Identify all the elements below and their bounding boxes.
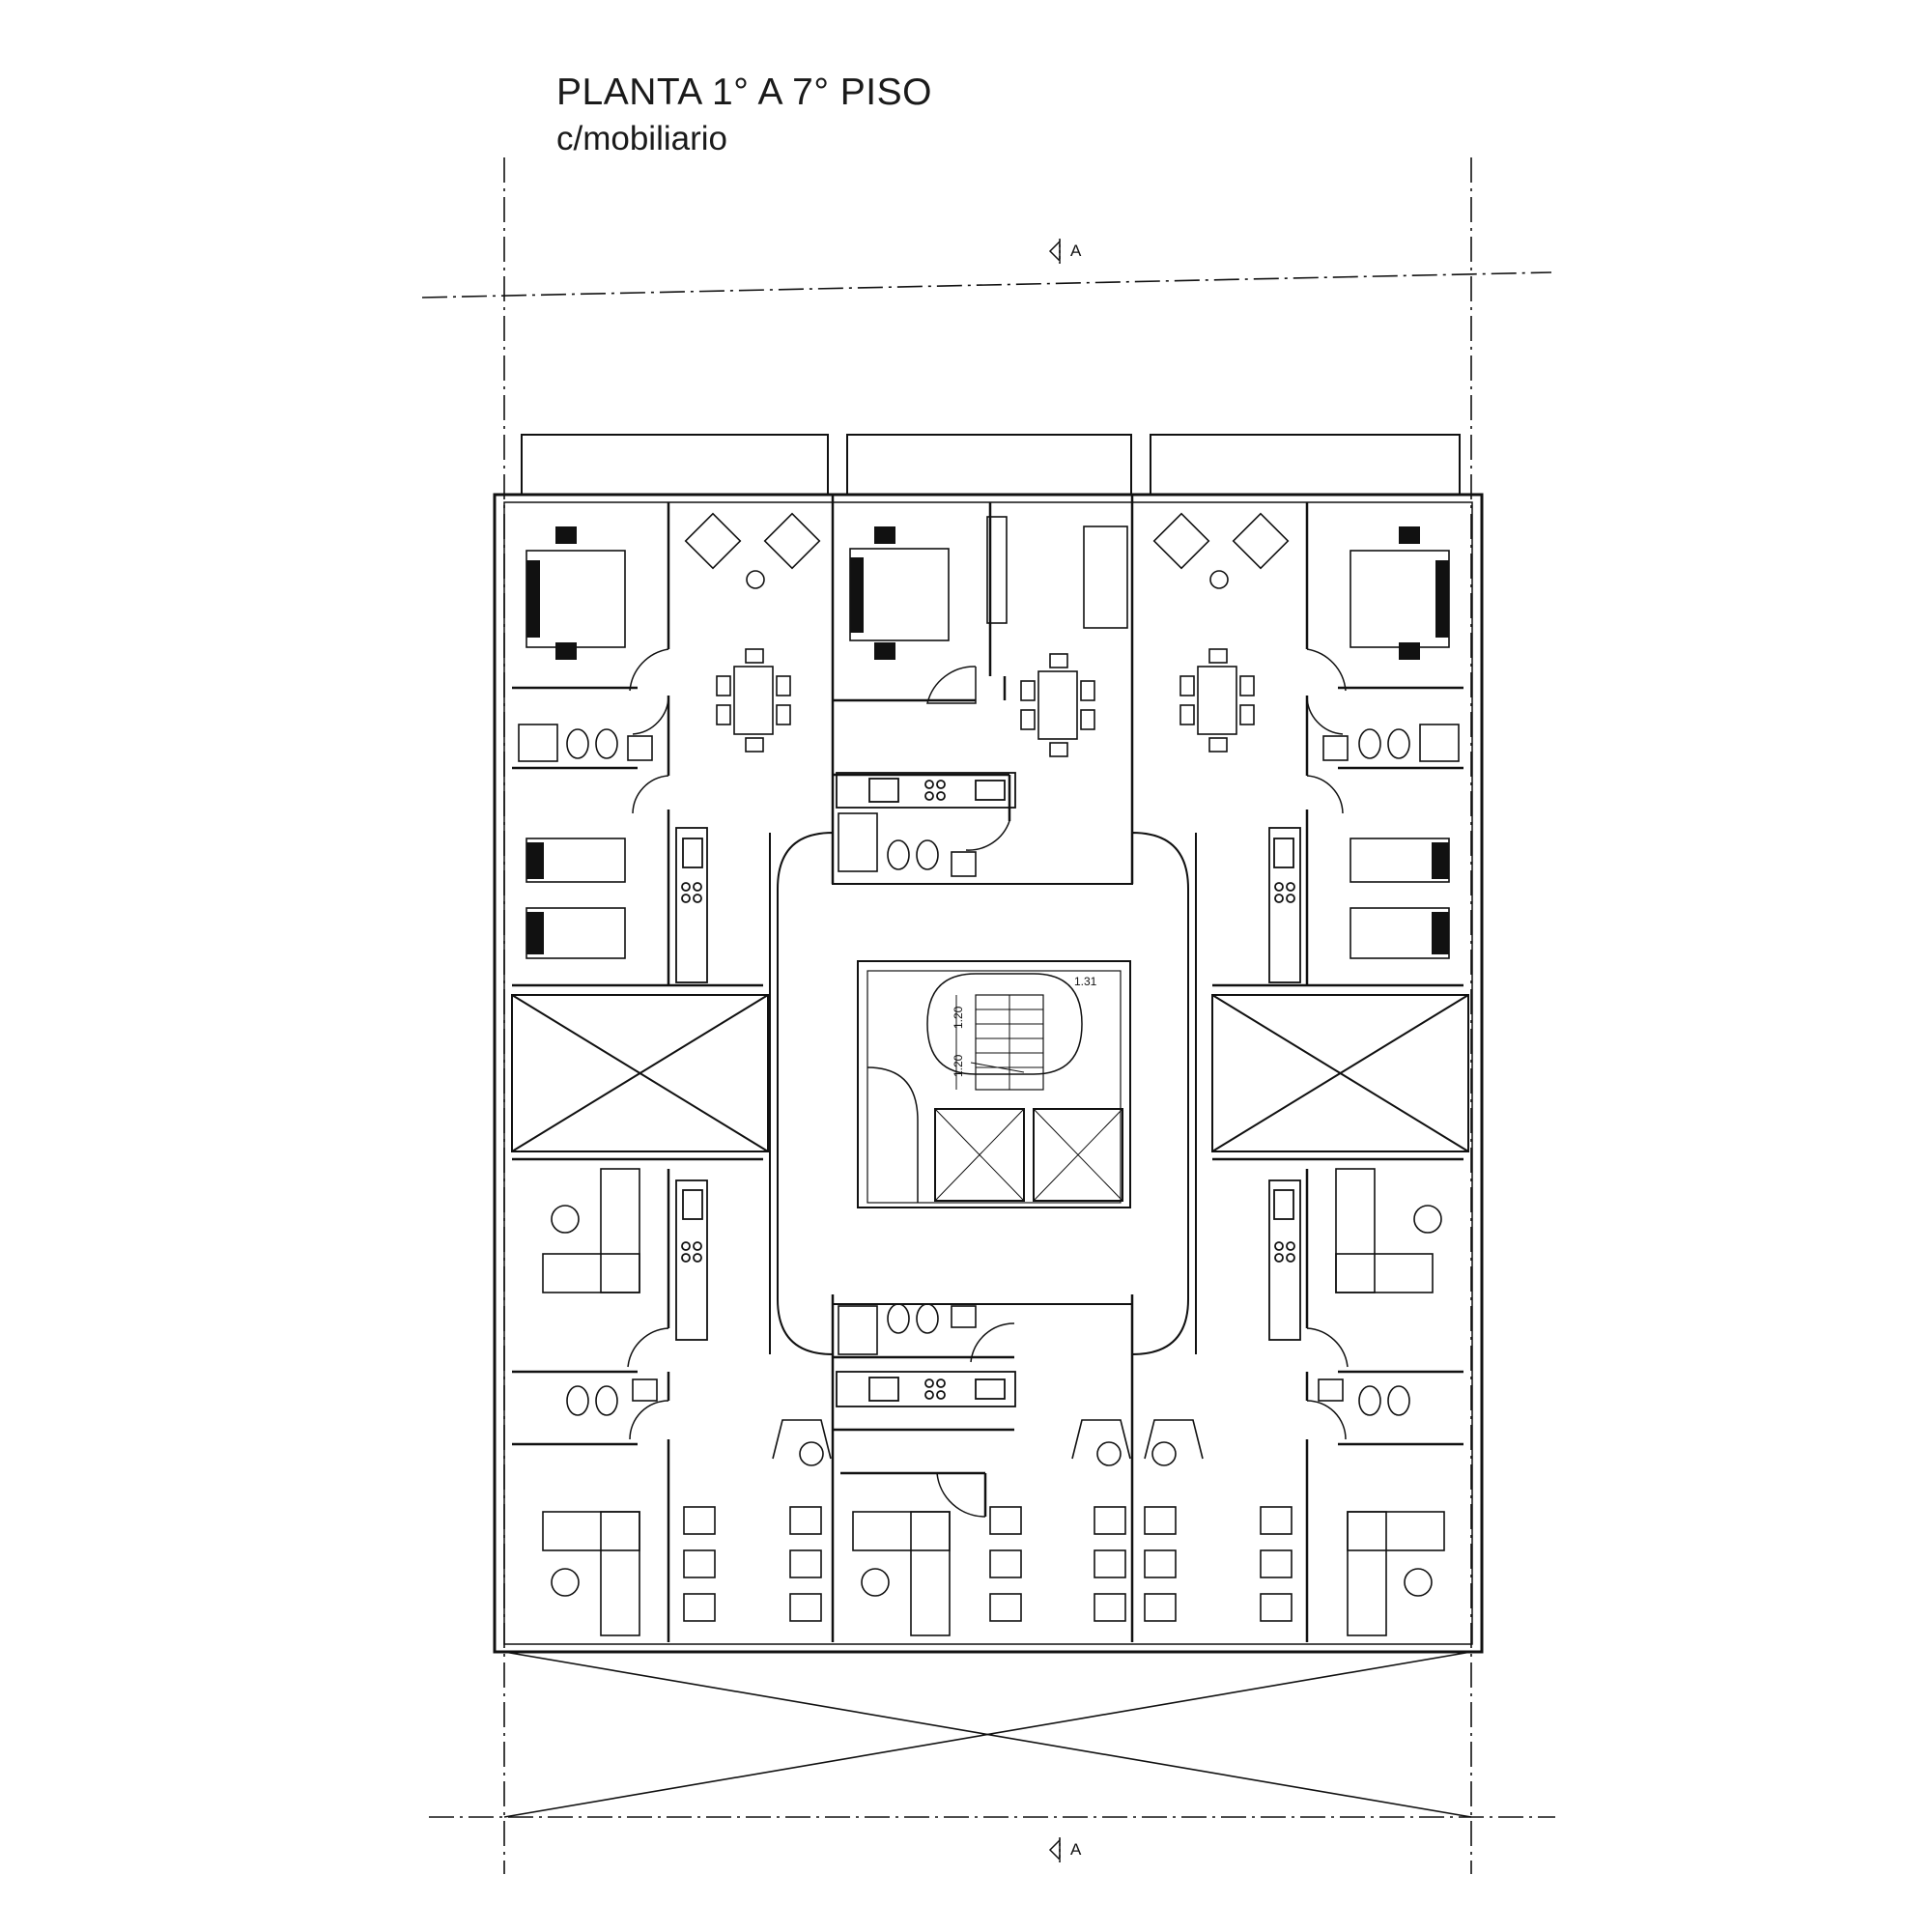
stair-dimension-upper: 1.20	[952, 1006, 965, 1029]
waiting-chairs	[683, 1506, 1293, 1622]
light-well-right	[1211, 994, 1469, 1152]
reception-counters	[772, 1419, 1204, 1466]
door-swings	[627, 648, 1349, 1518]
light-well-left	[511, 994, 769, 1152]
drawing-subtitle: c/mobiliario	[556, 120, 727, 157]
section-marker-top	[1048, 239, 1061, 264]
dining-sets	[716, 648, 1255, 757]
bed-pillows	[526, 526, 1449, 954]
drawing-title: PLANTA 1° A 7° PISO	[556, 71, 932, 113]
partitions-lower	[512, 1157, 1463, 1642]
armchairs	[684, 512, 1290, 589]
office-desks	[542, 1168, 1445, 1636]
beds	[526, 516, 1450, 959]
building-outline	[493, 493, 1484, 1654]
section-label-bottom: A	[1070, 1840, 1082, 1859]
section-label-top: A	[1070, 242, 1082, 260]
stair-dimension-width: 1.31	[1074, 975, 1097, 988]
circulation-hall	[769, 831, 1197, 1356]
section-marker-bottom	[1048, 1837, 1061, 1862]
bathroom-fixtures	[518, 724, 1460, 1416]
balconies	[521, 434, 1461, 496]
stair-dimension-lower: 1.20	[952, 1054, 965, 1077]
partitions-upper	[512, 495, 1463, 987]
property-lines	[421, 157, 1555, 1874]
rear-patio	[503, 1651, 1472, 1818]
kitchen-counters	[675, 772, 1301, 1407]
stair-core	[857, 960, 1131, 1208]
